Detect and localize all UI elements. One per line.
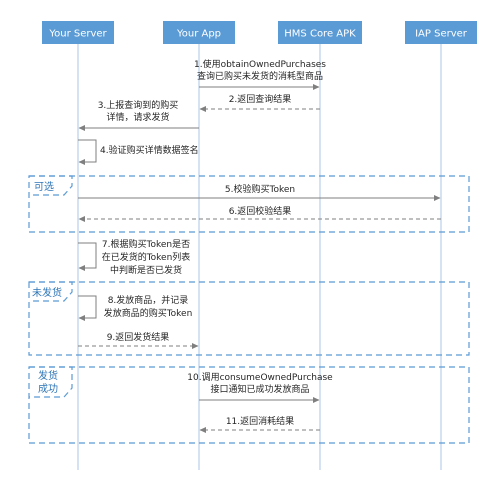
fragment-not-delivered: 未发货	[28, 281, 470, 356]
message-4: 4.验证购买详情数据签名	[78, 139, 199, 165]
message-label: 在已发货的Token列表	[102, 251, 191, 263]
message-1: 1.使用obtainOwnedPurchases 查询已购买未发货的消耗型商品	[194, 58, 326, 90]
participant-your-app: Your App	[163, 21, 235, 44]
message-label: 接口通知已成功发放商品	[210, 383, 309, 395]
message-label: 10.调用consumeOwnedPurchase	[187, 372, 333, 383]
message-label: 5.校验购买Token	[225, 183, 295, 195]
fragment-label: 成功	[38, 383, 58, 395]
participant-label: Your App	[176, 29, 221, 40]
message-arrow	[78, 139, 97, 165]
message-label: 中判断是否已发货	[110, 264, 182, 276]
message-label: 发放商品的购买Token	[104, 307, 193, 319]
fragment-optional: 可选	[28, 175, 470, 233]
message-label: 11.返回消耗结果	[226, 415, 294, 427]
message-label: 3.上报查询到的购买	[98, 99, 179, 111]
fragment-delivered: 发货 成功	[28, 366, 470, 444]
participant-label: IAP Server	[415, 29, 468, 40]
message-6: 6.返回校验结果	[78, 205, 441, 222]
message-9: 9.返回发货结果	[78, 331, 199, 349]
message-label: 详情，请求发货	[106, 111, 169, 123]
message-label: 8.发放商品，并记录	[108, 294, 189, 306]
participant-iap-server: IAP Server	[405, 21, 477, 44]
message-label: 1.使用obtainOwnedPurchases	[194, 58, 326, 70]
participant-label: HMS Core APK	[284, 29, 356, 40]
message-10: 10.调用consumeOwnedPurchase 接口通知已成功发放商品	[187, 372, 333, 403]
message-7: 7.根据购买Token是否 在已发货的Token列表 中判断是否已发货	[78, 238, 190, 276]
message-label: 9.返回发货结果	[107, 331, 170, 343]
fragment-label: 未发货	[32, 286, 62, 299]
message-label: 4.验证购买详情数据签名	[100, 144, 199, 156]
fragment-label: 可选	[34, 180, 54, 193]
message-5: 5.校验购买Token	[78, 183, 441, 201]
message-2: 2.返回查询结果	[199, 93, 320, 112]
message-arrow	[78, 242, 97, 271]
message-label: 查询已购买未发货的消耗型商品	[197, 70, 323, 82]
message-label: 6.返回校验结果	[229, 205, 292, 217]
participant-your-server: Your Server	[42, 21, 114, 44]
message-label: 2.返回查询结果	[229, 93, 292, 105]
participant-hms-core-apk: HMS Core APK	[278, 21, 362, 44]
message-11: 11.返回消耗结果	[199, 415, 320, 433]
fragment-label: 发货	[38, 369, 58, 382]
message-8: 8.发放商品，并记录 发放商品的购买Token	[78, 294, 193, 321]
message-arrow	[78, 295, 97, 321]
participant-label: Your Server	[48, 29, 107, 40]
message-label: 7.根据购买Token是否	[102, 238, 190, 250]
message-3: 3.上报查询到的购买 详情，请求发货	[78, 99, 199, 131]
